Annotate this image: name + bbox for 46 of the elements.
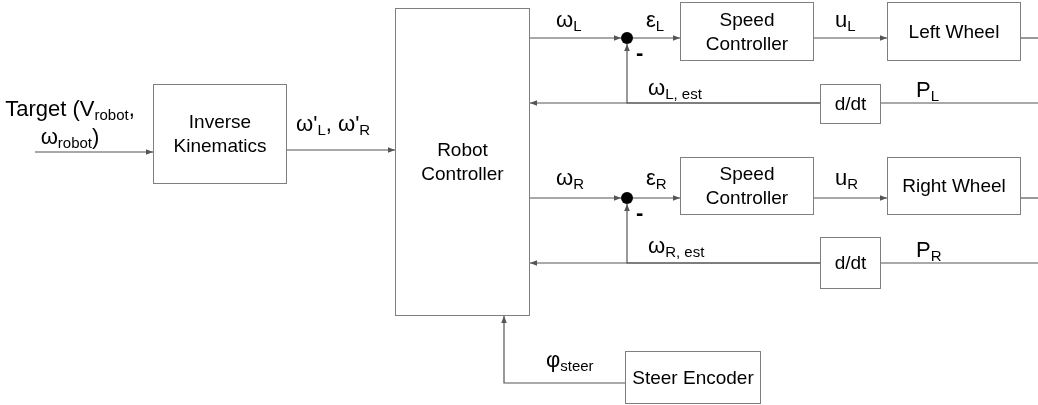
block-box (887, 2, 1021, 61)
block-box (680, 2, 814, 61)
signal-arrow (529, 195, 622, 201)
signal-arrow (34, 149, 154, 155)
signal-label: φ$_{steer}$ (546, 346, 595, 374)
block-box (625, 351, 761, 404)
block-label: Inverse Kinematics (172, 110, 268, 158)
block-label: d/dt (834, 92, 867, 116)
signal-label: Target (V$_{robot}$, ω$_{robot}$) (4, 95, 136, 151)
signal-arrow (286, 147, 396, 153)
block-box (887, 157, 1021, 215)
block-label: Left Wheel (908, 19, 1000, 44)
block-box (680, 157, 814, 215)
signal-label: P$_{L}$ (916, 76, 941, 104)
minus-sign: - (636, 42, 644, 64)
signal-label: ε$_{R}$ (646, 164, 668, 192)
block-box (820, 84, 881, 124)
signal-label: ω$_{R, est}$ (648, 232, 706, 260)
signal-label: ω'$_{L}$, ω'$_{R}$ (296, 110, 372, 138)
block-label: d/dt (834, 251, 867, 275)
block-label: Robot Controller (420, 138, 505, 186)
signal-arrow (813, 35, 888, 41)
signal-arrow (624, 203, 821, 264)
signal-label: ω$_{L, est}$ (648, 74, 703, 102)
block-label: Speed Controller (704, 7, 790, 56)
signal-label: ω$_{L}$ (556, 6, 583, 34)
block-box (820, 237, 881, 289)
block-label: Right Wheel (902, 174, 1006, 198)
block-box (395, 8, 530, 316)
signal-arrow (624, 43, 821, 104)
block-box (153, 84, 287, 184)
signal-arrow (632, 35, 681, 41)
signal-label: u$_{L}$ (835, 6, 857, 34)
summing-junction (621, 32, 633, 44)
signal-arrow (501, 315, 626, 384)
signal-arrow (529, 35, 622, 41)
signal-label: u$_{R}$ (835, 164, 860, 192)
block-label: Steer Encoder (632, 365, 754, 390)
signal-label: P$_{R}$ (916, 236, 943, 264)
signal-arrow (813, 195, 888, 201)
minus-sign: - (636, 202, 644, 224)
signal-label: ω$_{R}$ (556, 164, 586, 192)
signal-label: ε$_{L}$ (646, 6, 666, 34)
signal-arrow (632, 195, 681, 201)
block-label: Speed Controller (704, 162, 790, 210)
summing-junction (621, 192, 633, 204)
